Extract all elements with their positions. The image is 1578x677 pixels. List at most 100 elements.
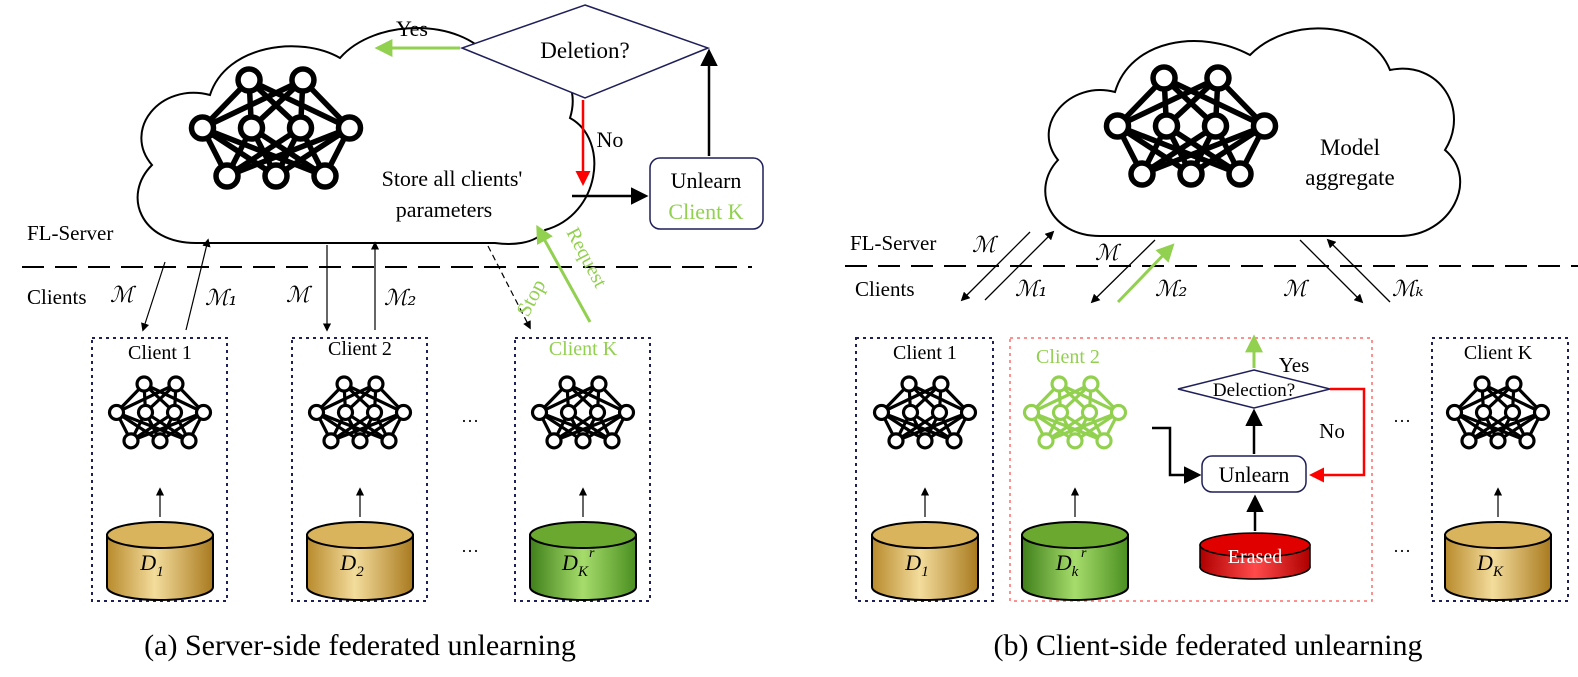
m-down-arrow-a1 [141, 261, 166, 332]
nn-edge [315, 382, 377, 414]
nn-node [188, 114, 217, 142]
nn-node [574, 432, 592, 450]
nn-node [900, 375, 918, 393]
nn-node [872, 403, 891, 422]
request-arrow-a [536, 224, 592, 323]
nn-node [930, 403, 949, 422]
nn-node [1080, 403, 1099, 422]
cloud-text-a-2: parameters [396, 197, 493, 222]
delection-label-b: Delection? [1213, 380, 1295, 401]
nn-edge [1074, 411, 1120, 443]
cloud-text-a-1: Store all clients' [382, 166, 523, 191]
nn-node [1037, 432, 1055, 450]
client-1-dataset-a: D1 [106, 521, 214, 601]
nn-node [590, 375, 608, 393]
nn-node [901, 403, 920, 422]
nn-node [1066, 432, 1084, 450]
nn-node [1250, 112, 1279, 140]
cloud-text-b-1: Model [1320, 135, 1380, 160]
caption-b: (b) Client-side federated unlearning [994, 629, 1423, 662]
client-2-label-b: Client 2 [1036, 346, 1100, 368]
mk-up-arrow-b [1326, 238, 1391, 303]
m1-up-arrow-a [185, 238, 211, 331]
nn-node [394, 403, 413, 422]
nn-node [1204, 64, 1232, 92]
m-down-arrow-b2 [1090, 239, 1156, 304]
dataset-superscript: r [589, 546, 595, 561]
nn-edge [330, 411, 376, 443]
nn-edge [1140, 123, 1218, 177]
nn-edge [582, 411, 628, 443]
mk-label-b: ℳₖ [1392, 277, 1424, 302]
nn-edge [1045, 411, 1091, 443]
nn-edge [359, 411, 405, 443]
unlearn-label-b: Unlearn [1219, 462, 1290, 487]
nn-edge [895, 410, 970, 443]
nn-node [365, 403, 384, 422]
m-down-arrow-bk [1299, 239, 1364, 304]
nn-node [1460, 432, 1478, 450]
m1-up-arrow-b [984, 230, 1055, 301]
nn-node [136, 403, 155, 422]
nn-node [959, 403, 978, 422]
client-1-model-a [107, 375, 213, 450]
ellipsis-model-b: ··· [1393, 411, 1411, 431]
yes-label-a: Yes [396, 16, 428, 41]
unlearn-box-a [649, 157, 764, 230]
nn-node [380, 432, 398, 450]
client-1-model-b [872, 375, 978, 450]
nn-node [335, 114, 364, 142]
nn-node [1473, 375, 1491, 393]
deletion-decision-a [459, 4, 711, 99]
client-2-model-b [1022, 375, 1128, 450]
m2-up-arrow-b [1116, 243, 1175, 304]
nn-edge [130, 411, 176, 443]
nn-edge [225, 125, 351, 179]
model-to-unlearn-arrow-b [1152, 426, 1202, 484]
nn-node [1152, 112, 1181, 140]
client-k-dataset-a: DKr [529, 521, 637, 601]
m2-label-b: ℳ₂ [1155, 277, 1187, 302]
nn-edge [330, 410, 405, 443]
yes-label-b: Yes [1279, 353, 1310, 377]
nn-node [286, 114, 315, 142]
client-k-label-a: Client K [549, 338, 618, 360]
client-k-label-b: Client K [1464, 342, 1533, 364]
client-k-box-b [1431, 337, 1569, 602]
nn-edge [1189, 123, 1267, 177]
nn-edge [225, 125, 303, 179]
erased-label-b: Erased [1228, 546, 1282, 568]
nn-edge [115, 382, 177, 414]
nn-node [932, 375, 950, 393]
clients-label-b: Clients [855, 277, 915, 301]
nn-node [1474, 403, 1493, 422]
nn-node [1532, 403, 1551, 422]
nn-edge [201, 77, 305, 131]
m2-label-a: ℳ₂ [384, 286, 416, 311]
deletion-label-a: Deletion? [540, 38, 629, 63]
nn-edge [538, 382, 600, 414]
nn-node [545, 432, 563, 450]
client-k-model-a [530, 375, 636, 450]
client-1-dataset-b: D1 [871, 521, 979, 601]
nn-node [1150, 64, 1178, 92]
nn-edge [553, 411, 599, 443]
nn-node [235, 66, 263, 94]
clients-label-a: Clients [27, 285, 87, 309]
client-2-model-a [307, 375, 413, 450]
m1-label-b: ℳ₁ [1015, 277, 1047, 302]
client-1-label-a: Client 1 [128, 342, 192, 364]
nn-node [311, 162, 339, 190]
no-label-b: No [1319, 419, 1345, 443]
caption-a: (a) Server-side federated unlearning [144, 629, 576, 662]
nn-node [262, 162, 290, 190]
panel-a: Store all clients' parameters Deletion? … [22, 4, 764, 662]
nn-node [588, 403, 607, 422]
nn-edge [924, 411, 970, 443]
stop-label-a: Stop [511, 275, 550, 320]
client-k-box-a [514, 337, 651, 602]
ellipsis-data-a: ··· [461, 541, 479, 561]
nn-node [1095, 432, 1113, 450]
nn-edge [1045, 410, 1120, 443]
